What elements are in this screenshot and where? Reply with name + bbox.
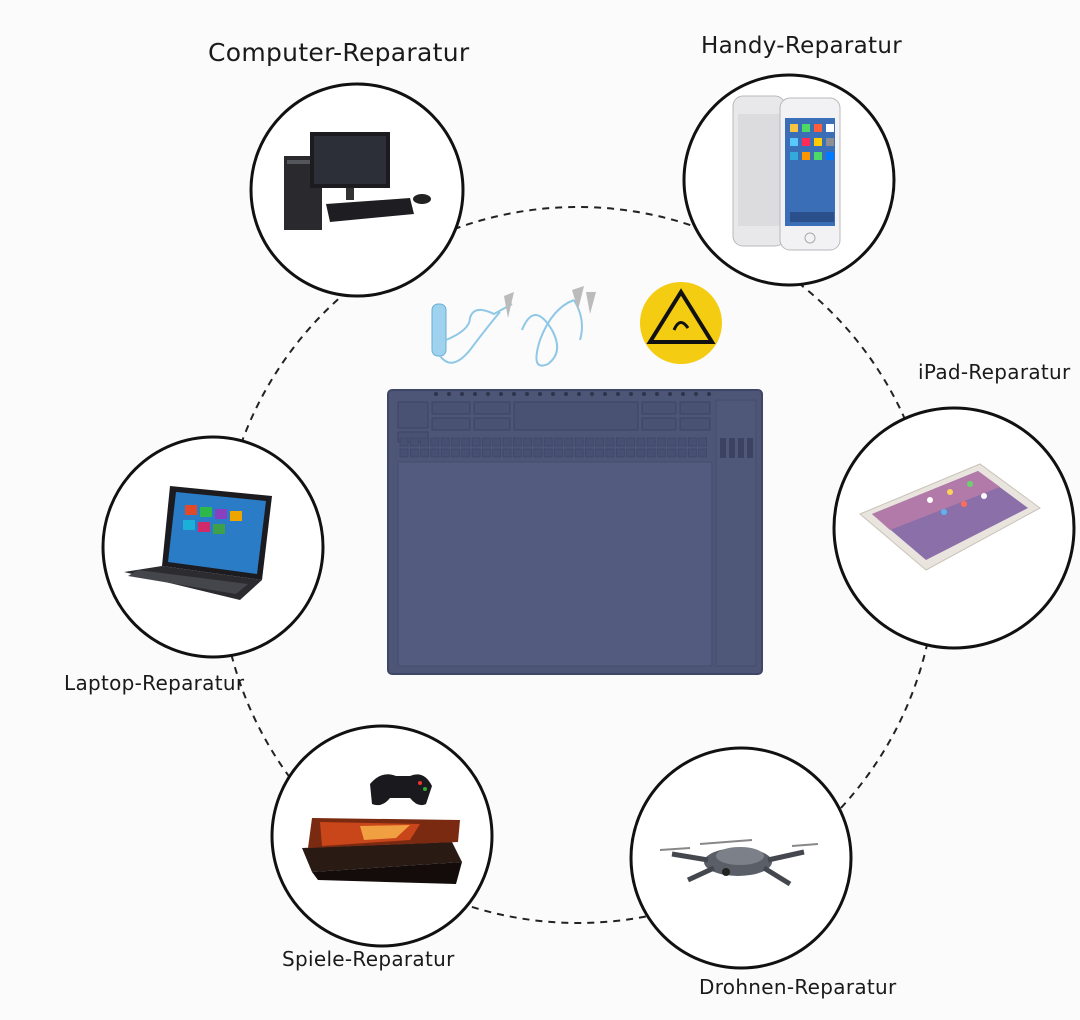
handy-circle [682, 73, 896, 287]
drone-icon [659, 839, 819, 887]
spiele-circle [270, 724, 494, 948]
desktop-computer-icon [284, 132, 431, 230]
label-ipad-repair: iPad-Reparatur [918, 360, 1071, 384]
ground-cable-icon [521, 286, 596, 367]
label-phone-repair: Handy-Reparatur [701, 33, 902, 59]
game-console-icon [302, 818, 462, 884]
smartphone-icon [732, 95, 841, 251]
ipad-circle [832, 406, 1076, 650]
wrist-strap-icon [431, 292, 514, 364]
repair-mat [387, 389, 763, 675]
laptop-circle [101, 435, 325, 659]
label-laptop-repair: Laptop-Reparatur [64, 671, 245, 695]
mat-screw-grid [399, 392, 711, 458]
label-games-repair: Spiele-Reparatur [282, 947, 455, 971]
mat-compartments [397, 401, 753, 458]
label-computer-repair: Computer-Reparatur [208, 38, 470, 67]
label-drone-repair: Drohnen-Reparatur [699, 975, 897, 999]
drohnen-circle [629, 746, 853, 970]
esd-warning-icon [640, 282, 722, 364]
laptop-icon [124, 486, 272, 600]
gamepad-icon [370, 774, 432, 806]
tablet-icon [859, 463, 1041, 571]
computer-circle [249, 82, 465, 298]
